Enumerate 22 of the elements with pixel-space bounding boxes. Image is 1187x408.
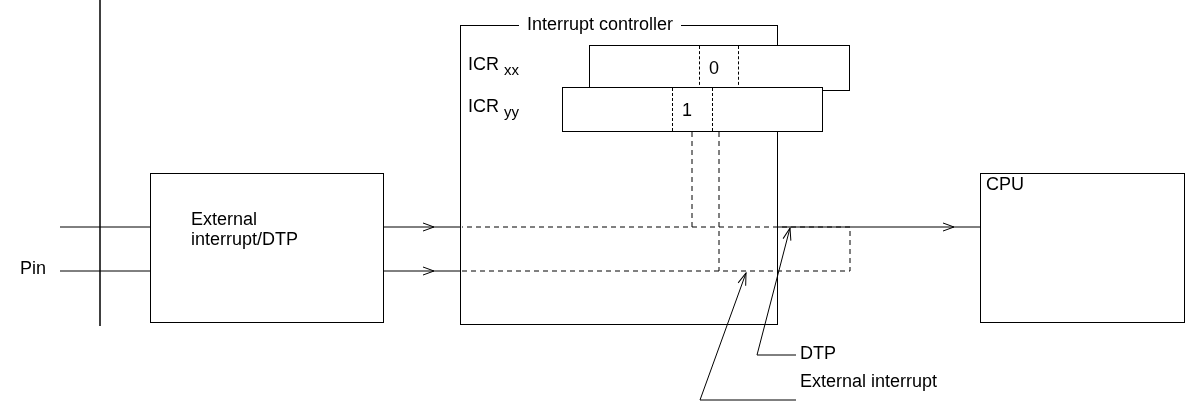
bit-value: 0	[709, 58, 719, 78]
pin-label: Pin	[20, 258, 60, 282]
callout-label: External interrupt	[800, 371, 970, 393]
signal-line	[59, 226, 151, 228]
arrow	[383, 222, 461, 232]
leader-line	[699, 272, 797, 401]
register-box	[589, 45, 850, 91]
leader-line	[756, 227, 797, 356]
box-label: External interrupt/DTP	[191, 209, 300, 249]
box-label: CPU	[986, 174, 1024, 194]
callout-label: DTP	[800, 343, 850, 365]
register-label: ICR $_{yy}$	[468, 95, 519, 122]
dashed-signal-line	[461, 131, 851, 272]
cpu-box	[980, 173, 1185, 323]
process-box	[150, 173, 384, 323]
signal-line	[59, 270, 151, 272]
register-label: ICR $_{xx}$	[468, 53, 519, 80]
arrow	[383, 266, 461, 276]
group-title: Interrupt controller	[519, 14, 682, 34]
register-box	[562, 87, 823, 132]
bit-value: 1	[682, 100, 692, 120]
arrow	[777, 222, 981, 232]
